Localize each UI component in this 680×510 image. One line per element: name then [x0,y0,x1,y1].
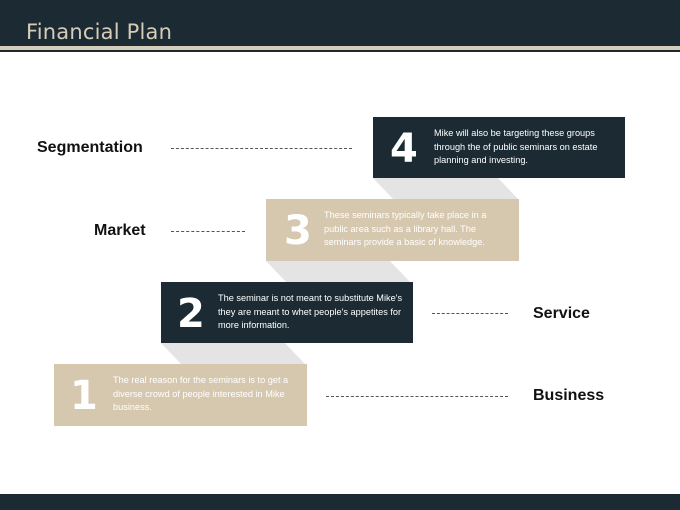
connector-market [171,231,245,232]
label-segmentation: Segmentation [37,139,143,156]
shadow-2 [161,343,305,364]
step-4-number: 4 [390,126,418,172]
step-1-number: 1 [70,373,98,419]
label-market: Market [94,222,146,239]
header-divider [0,50,680,52]
step-2-box: 2 The seminar is not meant to substitute… [161,282,413,343]
step-2-number: 2 [177,291,205,337]
header-accent-line [0,46,680,50]
connector-business [326,396,508,397]
step-1-box: 1 The real reason for the seminars is to… [54,364,307,426]
page-title: Financial Plan [26,20,173,44]
step-3-box: 3 These seminars typically take place in… [266,199,519,261]
connector-segmentation [171,148,352,149]
footer-bar [0,494,680,510]
label-service: Service [533,305,590,322]
shadow-4 [373,178,518,199]
connector-service [432,313,508,314]
step-3-number: 3 [284,208,312,254]
header-bar [0,0,680,46]
step-3-text: These seminars typically take place in a… [324,210,487,247]
step-2-text: The seminar is not meant to substitute M… [218,293,403,330]
step-4-text: Mike will also be targeting these groups… [434,128,598,165]
step-4-box: 4 Mike will also be targeting these grou… [373,117,625,178]
shadow-3 [266,261,410,282]
label-business: Business [533,387,605,404]
step-1-text: The real reason for the seminars is to g… [113,375,289,412]
